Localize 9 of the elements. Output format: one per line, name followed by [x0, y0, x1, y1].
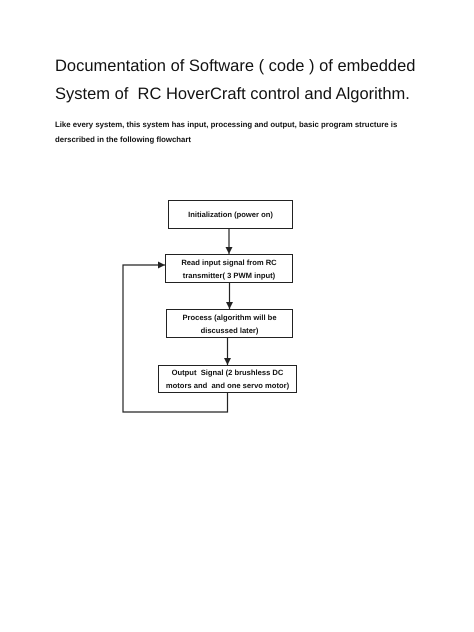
arrow [226, 229, 232, 254]
process-box [158, 365, 297, 393]
arrow [226, 283, 233, 309]
process-box [166, 309, 293, 338]
arrow [224, 338, 231, 365]
title: Documentation of Software ( code ) of embedded System of RC HoverCraft control and Algorithm. [55, 56, 416, 105]
process-box [168, 200, 293, 229]
process-box [165, 254, 293, 283]
arrow [122, 262, 228, 413]
